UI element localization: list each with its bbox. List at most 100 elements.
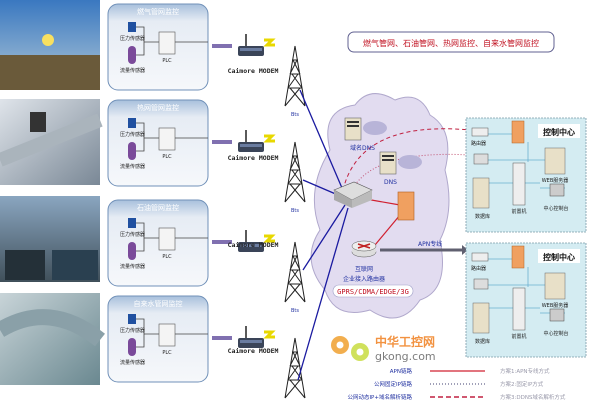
photo-heat <box>0 99 103 185</box>
tower-icon <box>284 45 306 107</box>
apn-link <box>374 214 401 246</box>
web-label: WEB服务器 <box>542 177 569 184</box>
arrow-head-icon <box>462 245 468 255</box>
modem-label: Caimore MODEM <box>228 67 279 75</box>
printer-icon <box>473 153 489 165</box>
internet-router-icon <box>351 240 377 258</box>
pressure-label: 压力传感器 <box>120 131 145 138</box>
bts-label: Bts <box>291 112 299 118</box>
modem-label: Caimore MODEM <box>228 347 279 355</box>
web-server-icon <box>544 272 566 300</box>
printer-icon <box>473 278 489 290</box>
photo-oil <box>0 196 100 282</box>
panel-box <box>107 99 209 187</box>
pressure-sensor-icon <box>128 22 136 32</box>
frontend-server-icon <box>512 287 526 331</box>
ddns-link <box>342 128 471 191</box>
legend-label: APN链路 <box>390 367 413 375</box>
tower-icon <box>284 241 306 303</box>
firewall-icon <box>397 191 415 221</box>
watermark-url: gkong.com <box>375 350 436 363</box>
legend-scheme: 方案1:APN专线方式 <box>500 367 550 375</box>
flow-sensor-icon <box>128 338 136 356</box>
pressure-sensor-icon <box>128 118 136 128</box>
title-bg <box>538 249 580 263</box>
router-icon <box>471 252 489 262</box>
title-bg <box>538 124 580 138</box>
console-label: 中心控制台 <box>543 205 568 212</box>
pressure-sensor-icon <box>128 314 136 324</box>
firewall-icon <box>511 120 525 144</box>
flow-label: 流量传感器 <box>120 67 145 74</box>
wires <box>136 26 208 56</box>
frontend-server-icon <box>512 162 526 206</box>
panel-title: 热网管网监控 <box>137 103 179 112</box>
apn-line-label: APN专线 <box>418 240 442 248</box>
panel-title: 燃气管网监控 <box>137 7 179 16</box>
plc-icon <box>158 227 176 251</box>
dns-label: DNS <box>384 179 397 186</box>
legend-label: 公网动态IP+域名解析链路 <box>347 393 412 401</box>
bts-label: Bts <box>291 208 299 214</box>
flow-sensor-icon <box>128 242 136 260</box>
ddns-server-icon <box>344 117 387 141</box>
photo-gas <box>0 0 100 90</box>
gprs-links <box>297 89 349 381</box>
plc-label: PLC <box>162 254 172 260</box>
frontend-label: 前置机 <box>511 208 526 215</box>
console-icon <box>549 308 565 322</box>
networks-label: GPRS/CDMA/EDGE/3G <box>337 288 409 296</box>
legend-label: 公网固定IP链路 <box>374 380 412 388</box>
console-icon <box>549 183 565 197</box>
web-label: WEB服务器 <box>542 302 569 309</box>
network-cloud <box>310 93 450 319</box>
wires <box>136 222 208 252</box>
wires <box>136 122 208 152</box>
flow-label: 流量传感器 <box>120 163 145 170</box>
router-label: 企业接入路由器 <box>343 275 385 283</box>
internet-label: 互联网 <box>355 265 373 273</box>
console-label: 中心控制台 <box>543 330 568 337</box>
web-server-icon <box>544 147 566 175</box>
dns-server-icon <box>379 151 422 175</box>
control-center-title: 控制中心 <box>543 252 575 262</box>
router-label: 路由器 <box>471 265 486 272</box>
panel-title: 石油管网监控 <box>137 203 179 212</box>
wires <box>136 318 208 348</box>
panel-box <box>107 3 209 91</box>
router-label: 路由器 <box>471 140 486 147</box>
fixed-ip-link <box>354 153 471 186</box>
database-icon <box>472 302 490 334</box>
photo-water <box>0 293 105 385</box>
plc-icon <box>158 127 176 151</box>
pressure-sensor-icon <box>128 218 136 228</box>
modem-icon <box>236 128 277 154</box>
control-center-title: 控制中心 <box>543 127 575 137</box>
plc-icon <box>158 31 176 55</box>
panel-box <box>107 199 209 287</box>
networks-badge <box>332 284 414 298</box>
modem-label: Caimore MODEM <box>228 241 279 249</box>
db-label: 数据库 <box>475 338 490 345</box>
title-box <box>347 31 555 53</box>
diagram-title: 燃气管网、石油管网、热网监控、自来水管网监控 <box>363 38 539 48</box>
pressure-label: 压力传感器 <box>120 327 145 334</box>
database-icon <box>472 177 490 209</box>
modem-icon <box>236 32 277 58</box>
watermark-logo: 中华工控网 gkong.com <box>331 334 436 363</box>
plc-label: PLC <box>162 350 172 356</box>
ddns-label: 域名DNS <box>350 144 375 152</box>
modem-label: Caimore MODEM <box>228 154 279 162</box>
db-label: 数据库 <box>475 213 490 220</box>
frontend-label: 前置机 <box>511 333 526 340</box>
legend-scheme: 方案3:DDNS域名解析方式 <box>500 393 566 401</box>
flow-sensor-icon <box>128 142 136 160</box>
modem-icon <box>236 324 277 350</box>
